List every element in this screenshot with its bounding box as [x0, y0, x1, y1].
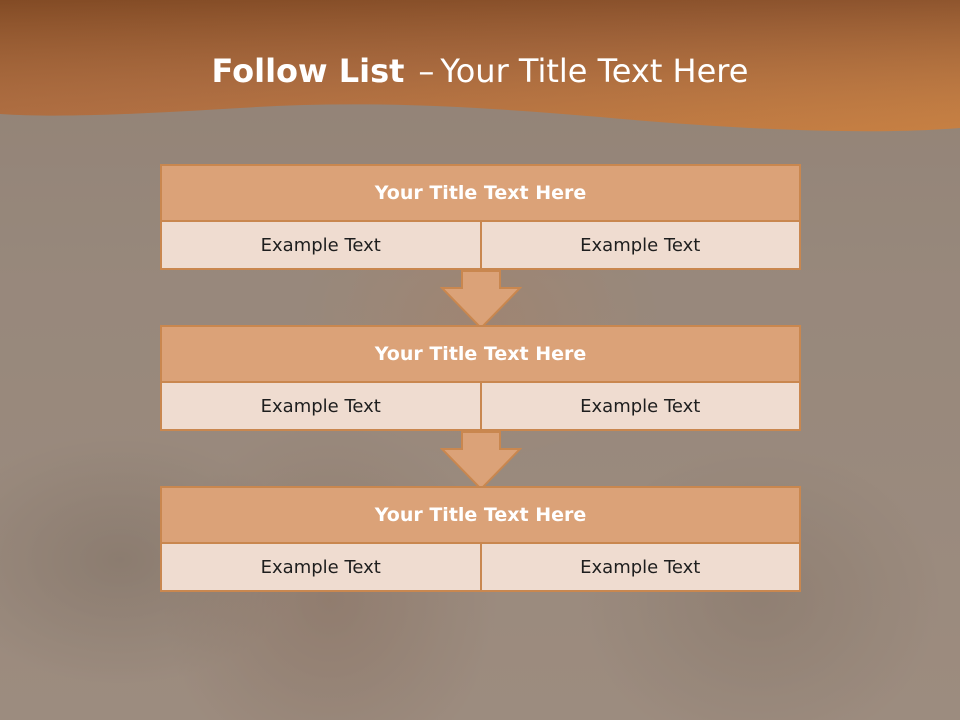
step-cell-left: Example Text	[162, 222, 480, 268]
step-cell-right: Example Text	[479, 383, 799, 429]
slide-title: Follow List–Your Title Text Here	[0, 52, 960, 90]
title-rest: Your Title Text Here	[440, 52, 749, 90]
down-arrow-icon	[440, 270, 522, 330]
title-banner	[0, 0, 960, 132]
step-title: Your Title Text Here	[162, 488, 799, 544]
step-cell-right: Example Text	[479, 544, 799, 590]
step-cell-left: Example Text	[162, 383, 480, 429]
step-box-1: Your Title Text Here Example Text Exampl…	[160, 164, 801, 270]
down-arrow-icon	[440, 431, 522, 491]
step-cell-left: Example Text	[162, 544, 480, 590]
step-box-3: Your Title Text Here Example Text Exampl…	[160, 486, 801, 592]
title-separator: –	[418, 52, 435, 90]
step-box-2: Your Title Text Here Example Text Exampl…	[160, 325, 801, 431]
title-bold: Follow List	[211, 52, 405, 90]
step-title: Your Title Text Here	[162, 166, 799, 222]
step-title: Your Title Text Here	[162, 327, 799, 383]
step-cell-right: Example Text	[479, 222, 799, 268]
